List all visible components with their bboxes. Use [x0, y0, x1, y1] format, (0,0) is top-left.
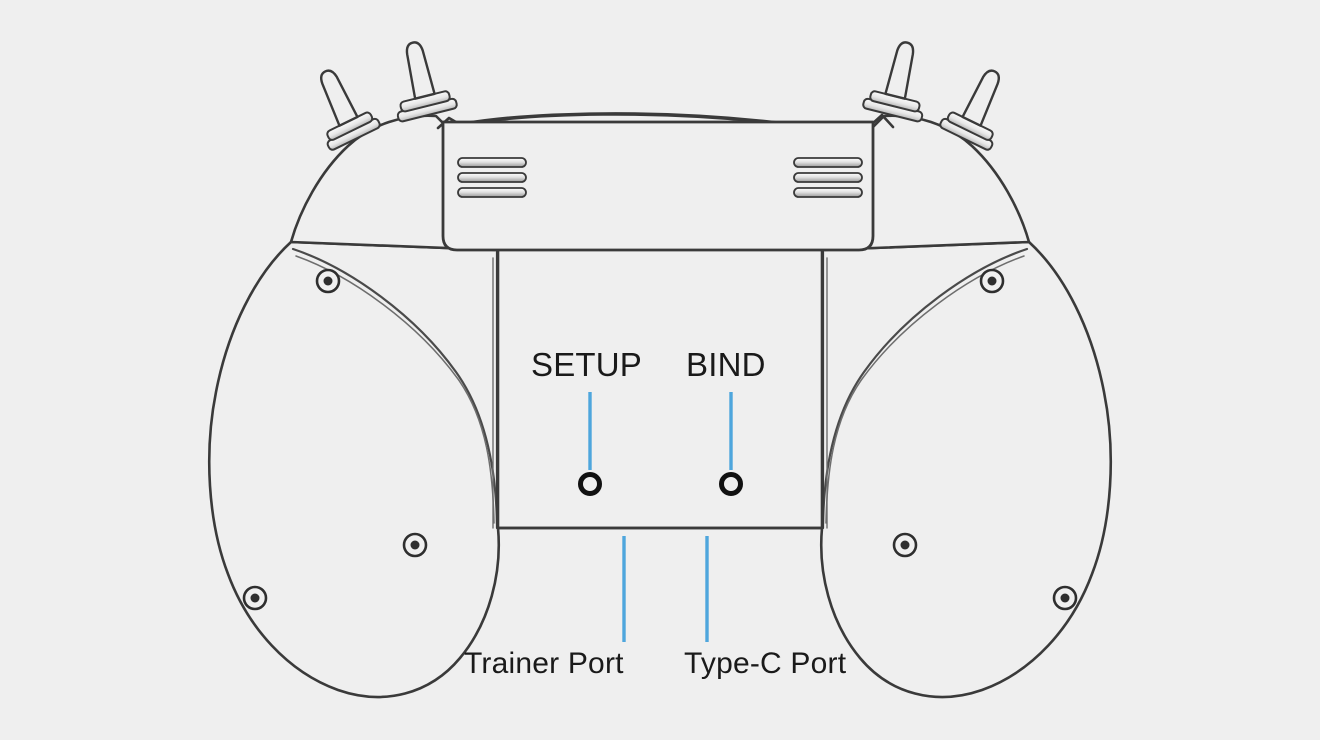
vent-slot [793, 172, 863, 183]
vent-slots-left [457, 157, 527, 198]
toggle-lever[interactable] [315, 67, 359, 127]
left-grip-seam-highlight [295, 255, 495, 524]
callout-leader-lines [588, 392, 733, 642]
screw [242, 585, 268, 611]
battery-door-panel[interactable] [441, 120, 875, 252]
vent-slot [793, 187, 863, 198]
screw [892, 532, 918, 558]
left-grip-outline [207, 240, 500, 699]
toggle-switch-right-outer[interactable] [939, 60, 1022, 151]
toggle-lever[interactable] [402, 40, 436, 100]
toggle-switch-left-inner[interactable] [381, 36, 458, 123]
vent-slot [457, 172, 527, 183]
toggle-lever[interactable] [961, 67, 1005, 127]
screw [402, 532, 428, 558]
vent-slot [793, 157, 863, 168]
battery-door-outline[interactable] [441, 120, 875, 252]
vent-slots-right [793, 157, 863, 198]
screw [979, 268, 1005, 294]
screw [1052, 585, 1078, 611]
callout-label-type-c-port: Type-C Port [684, 647, 847, 680]
right-grip-outline [820, 240, 1113, 699]
toggle-switch-left-outer[interactable] [298, 60, 381, 151]
toggle-switch-right-inner[interactable] [862, 36, 938, 123]
toggle-lever[interactable] [884, 40, 918, 100]
vent-slot [457, 187, 527, 198]
right-grip-seam-highlight [825, 255, 1025, 524]
callout-label-bind: BIND [686, 346, 766, 383]
callout-label-trainer-port: Trainer Port [464, 647, 624, 680]
callout-label-setup: SETUP [531, 346, 643, 383]
setup-button[interactable] [578, 472, 602, 496]
vent-slot [457, 157, 527, 168]
bind-button[interactable] [719, 472, 743, 496]
screws-group [242, 268, 1078, 611]
screw [315, 268, 341, 294]
